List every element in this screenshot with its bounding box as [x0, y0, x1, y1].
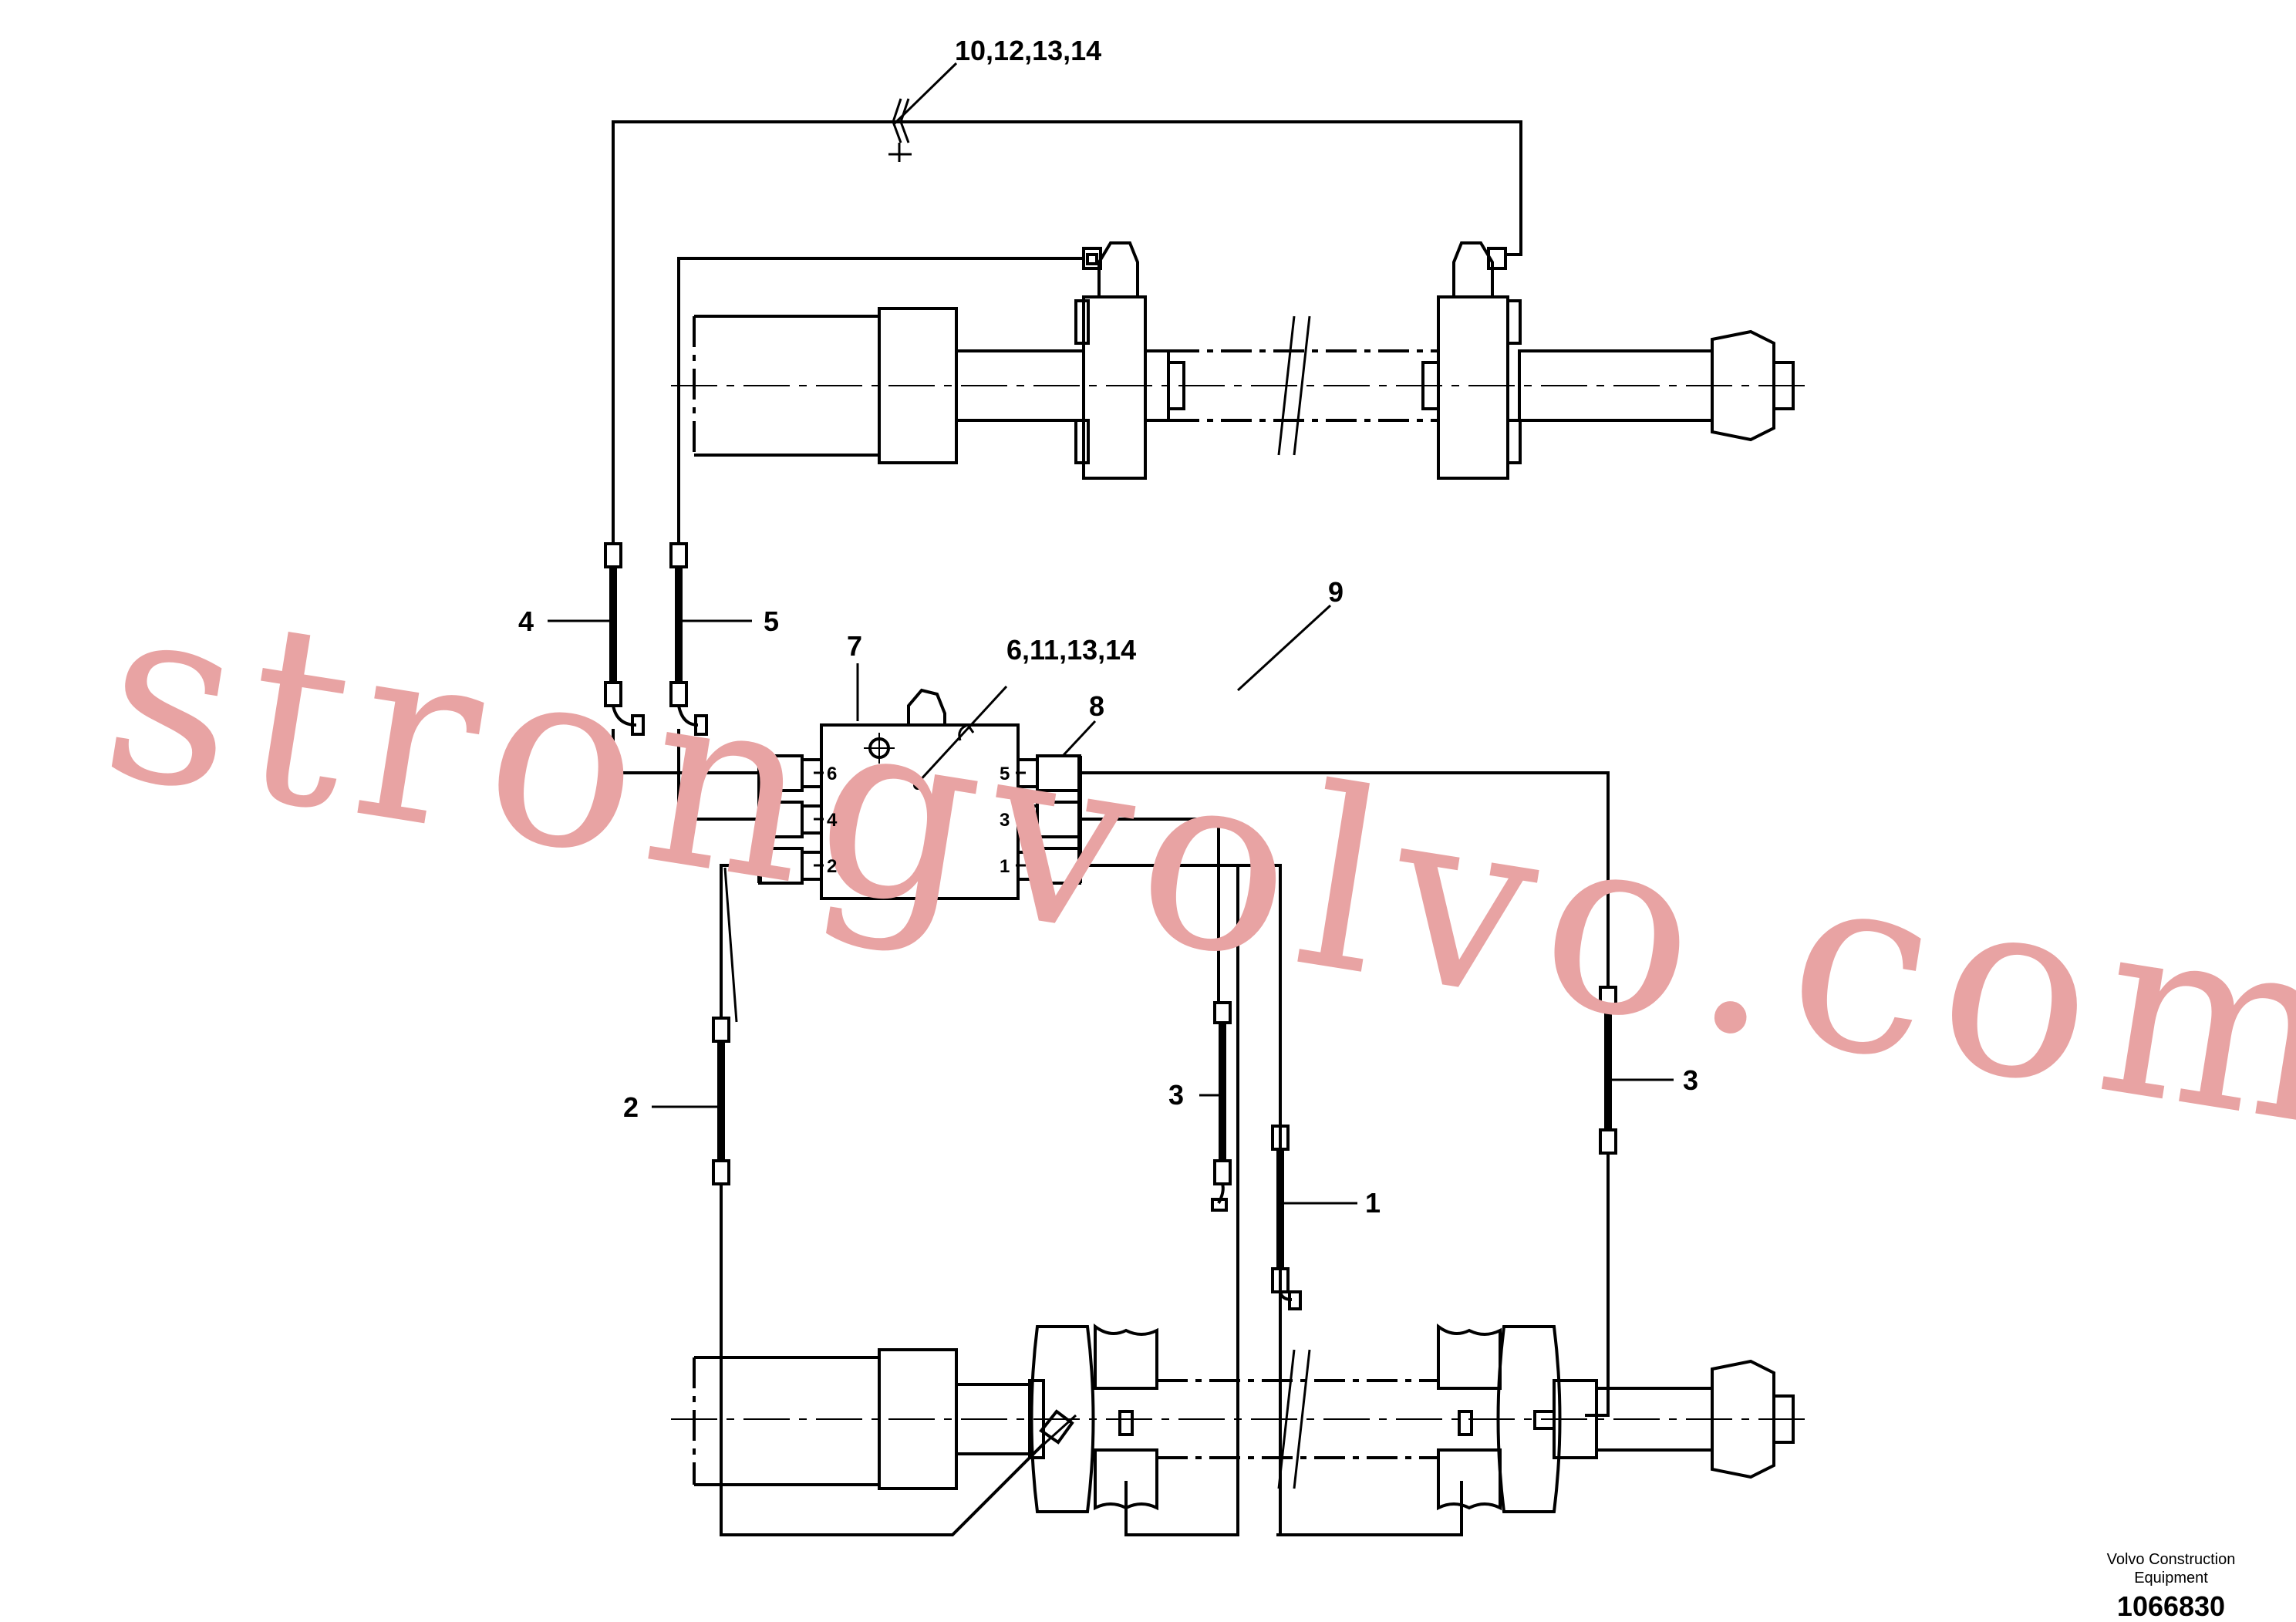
- callout-2: 2: [623, 1091, 639, 1123]
- port-2: 2: [827, 856, 837, 877]
- hose-4-and-5: [604, 542, 760, 821]
- company-name-line1: Volvo Construction: [2107, 1551, 2236, 1568]
- callout-10-12-13-14: 10,12,13,14: [955, 35, 1101, 66]
- callout-9: 9: [1328, 576, 1344, 608]
- footer: Volvo Construction Equipment 1066830: [2107, 1551, 2236, 1622]
- upper-hose-loop: [612, 98, 1522, 544]
- port-1: 1: [1000, 856, 1010, 877]
- company-name-line2: Equipment: [2134, 1570, 2208, 1587]
- callout-4: 4: [518, 605, 534, 637]
- callout-labels: 10,12,13,14 9 7 6,11,13,14 8 4 5 2 3 3 1: [518, 35, 1698, 1219]
- lower-axle-assembly: [671, 1324, 1805, 1513]
- callout-leaders: [548, 62, 1674, 1205]
- upper-axle-assembly: [671, 241, 1805, 480]
- port-4: 4: [827, 810, 838, 831]
- callout-7: 7: [847, 630, 862, 662]
- callout-8: 8: [1089, 690, 1104, 722]
- document-number: 1066830: [2117, 1590, 2225, 1622]
- port-3: 3: [1000, 810, 1010, 831]
- valve-port-labels: 6 4 2 5 3 1: [827, 764, 1010, 877]
- callout-1: 1: [1365, 1187, 1381, 1219]
- outlet-hoses: [712, 771, 1617, 1536]
- callout-6-11-13-14: 6,11,13,14: [1006, 634, 1136, 666]
- callout-3-left: 3: [1168, 1079, 1184, 1111]
- port-6: 6: [827, 764, 837, 784]
- callout-3-right: 3: [1683, 1064, 1698, 1096]
- port-5: 5: [1000, 764, 1010, 784]
- callout-5: 5: [764, 605, 779, 637]
- watermark: strongvolvo.com: [88, 546, 2296, 1184]
